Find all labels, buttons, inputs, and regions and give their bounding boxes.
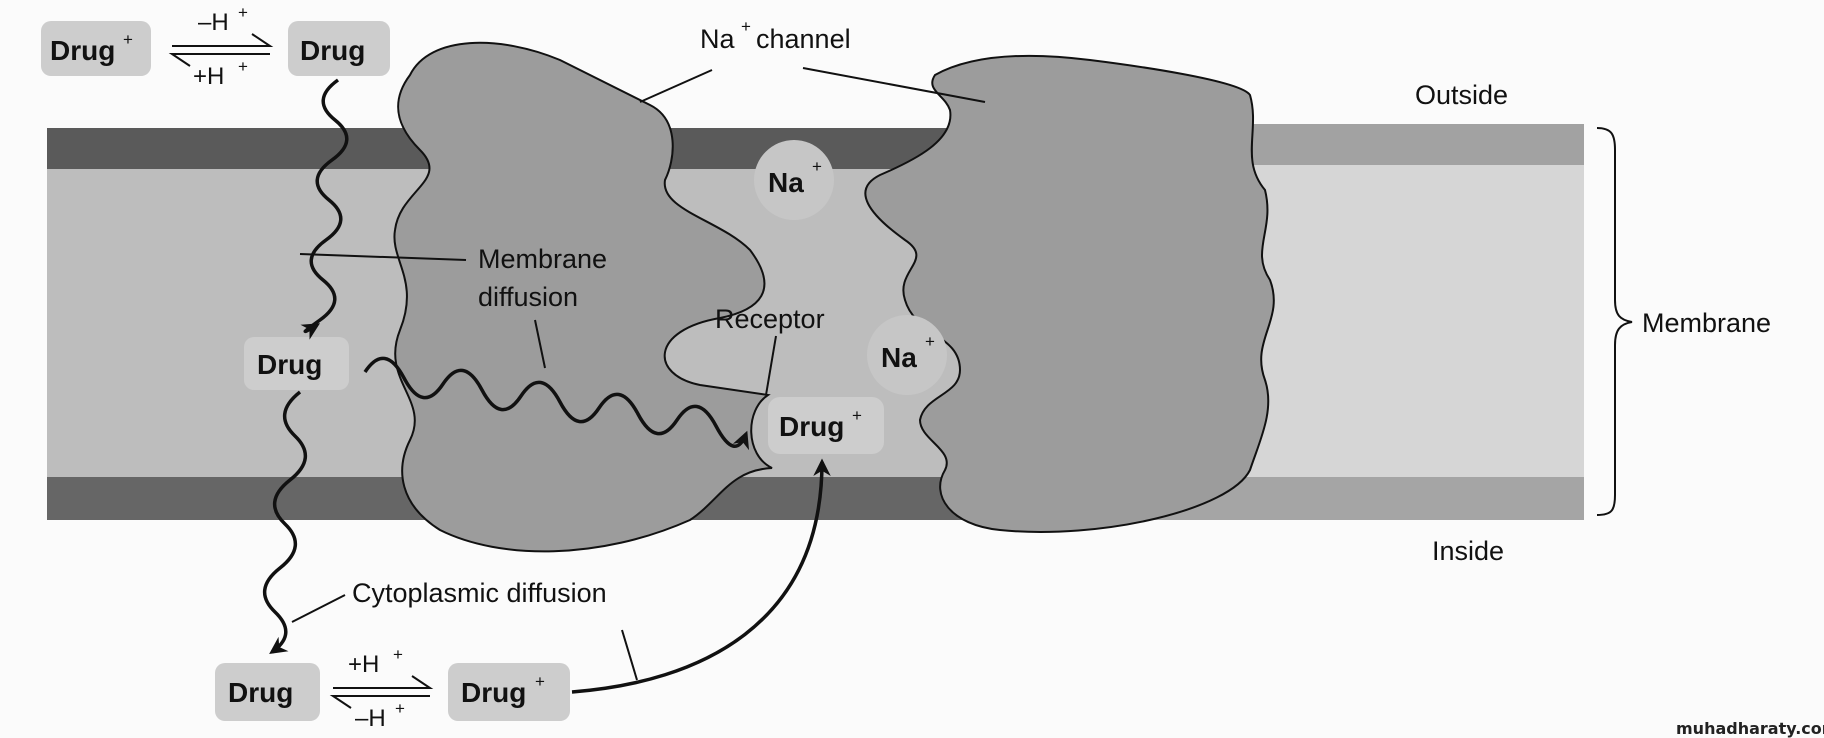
- deprotonation-label: –H: [198, 9, 229, 36]
- drug-to-receptor-arrow: [571, 458, 831, 694]
- drug-charged-outside: Drug +: [41, 21, 151, 76]
- charge-plus: +: [925, 332, 935, 351]
- drug-in-membrane: Drug: [244, 337, 349, 390]
- membrane-diffusion-label-line2: diffusion: [478, 282, 578, 312]
- charge-plus: +: [238, 3, 248, 22]
- leader-lines: [291, 67, 986, 681]
- molecule-label: Drug: [461, 677, 526, 708]
- watermark: muhadharaty.com: [1676, 719, 1824, 738]
- receptor-label: Receptor: [715, 304, 825, 334]
- drug-charged-inside: Drug +: [448, 663, 570, 721]
- charge-plus: +: [535, 672, 545, 691]
- protonation-label: +H: [193, 63, 224, 90]
- na-channel-label-prefix: Na: [700, 24, 735, 54]
- outside-label: Outside: [1415, 80, 1508, 110]
- na-ion-upper: Na +: [754, 140, 834, 220]
- na-channel-label: channel: [756, 24, 851, 54]
- equilibrium-arrows-inside: +H + –H +: [329, 645, 434, 732]
- drug-neutral-outside: Drug: [288, 21, 390, 76]
- membrane-diffusion-path-vertical: [300, 78, 349, 340]
- membrane-diffusion-path-horizontal: [363, 356, 750, 451]
- charge-plus: +: [123, 30, 133, 49]
- membrane-label: Membrane: [1642, 308, 1771, 338]
- equilibrium-arrows-outside: –H + +H +: [168, 3, 274, 90]
- molecule-label: Drug: [300, 35, 365, 66]
- cytoplasmic-diffusion-path: [263, 390, 307, 654]
- charge-plus: +: [395, 699, 405, 718]
- deprotonation-label: –H: [355, 705, 386, 732]
- drug-charged-at-receptor: Drug +: [768, 397, 884, 454]
- charge-plus: +: [238, 57, 248, 76]
- na-ion-label: Na: [881, 342, 917, 373]
- na-channel-right-subunit: [864, 54, 1275, 533]
- charge-plus: +: [741, 17, 751, 36]
- charge-plus: +: [393, 645, 403, 664]
- molecule-label: Drug: [50, 35, 115, 66]
- molecule-label: Drug: [257, 349, 322, 380]
- na-ion-lower: Na +: [867, 315, 947, 395]
- membrane-diffusion-label-line1: Membrane: [478, 244, 607, 274]
- na-channel-left-subunit: [393, 41, 773, 553]
- membrane-brace: [1596, 127, 1633, 516]
- na-ion-label: Na: [768, 167, 804, 198]
- protonation-label: +H: [348, 651, 379, 678]
- charge-plus: +: [812, 157, 822, 176]
- inside-label: Inside: [1432, 536, 1504, 566]
- molecule-label: Drug: [779, 411, 844, 442]
- charge-plus: +: [852, 406, 862, 425]
- cytoplasmic-diffusion-label: Cytoplasmic diffusion: [352, 578, 607, 608]
- molecule-label: Drug: [228, 677, 293, 708]
- drug-neutral-inside: Drug: [215, 663, 320, 721]
